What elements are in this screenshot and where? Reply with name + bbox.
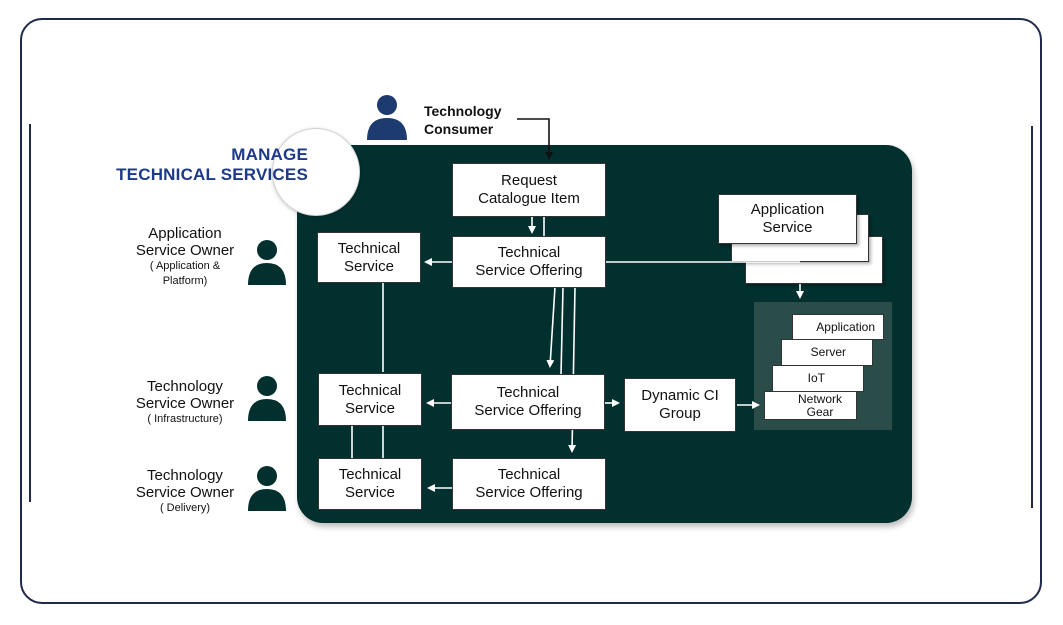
title-line-2: TECHNICAL SERVICES bbox=[116, 165, 308, 184]
offering1-to-offering3-line-a bbox=[560, 286, 564, 376]
diagram-title: MANAGE TECHNICAL SERVICES bbox=[100, 145, 308, 185]
owner-name: Technology Service Owner bbox=[135, 378, 235, 412]
technical-service-box-1: Technical Service bbox=[317, 232, 421, 283]
ci-item-label: Server bbox=[810, 345, 846, 359]
ci-item-label: Network Gear bbox=[797, 391, 842, 419]
dynamic-ci-group-label: Dynamic CI Group bbox=[641, 387, 719, 422]
ci-item-iot: IoT bbox=[772, 365, 864, 392]
owner-sub: ( Infrastructure) bbox=[147, 413, 223, 425]
ci-item-application: Application bbox=[792, 314, 884, 340]
title-line-1: MANAGE bbox=[231, 145, 308, 164]
service-offering-box-3: Technical Service Offering bbox=[452, 458, 606, 510]
consumer-line-1: Technology bbox=[424, 103, 502, 119]
technical-service-label: Technical Service bbox=[337, 239, 401, 275]
right-divider bbox=[1031, 126, 1033, 508]
technical-service-box-2: Technical Service bbox=[318, 373, 422, 426]
owner-infrastructure: Technology Service Owner ( Infrastructur… bbox=[100, 378, 270, 427]
ci-item-label: IoT bbox=[807, 371, 825, 385]
consumer-person-icon bbox=[367, 95, 407, 140]
owner-sub: ( Delivery) bbox=[159, 502, 211, 514]
left-divider bbox=[29, 124, 31, 502]
ci-item-label: Application bbox=[816, 319, 875, 334]
owner-name: Application Service Owner bbox=[135, 225, 235, 259]
consumer-line-2: Consumer bbox=[424, 121, 494, 137]
dynamic-ci-group-box: Dynamic CI Group bbox=[624, 378, 736, 432]
owner-delivery: Technology Service Owner ( Delivery) bbox=[100, 467, 270, 516]
consumer-label: Technology Consumer bbox=[424, 102, 502, 138]
delivery-owner-person-icon bbox=[248, 466, 286, 511]
application-service-box: Application Service bbox=[718, 194, 857, 244]
application-owner-person-icon bbox=[248, 240, 286, 285]
consumer-arrow bbox=[517, 118, 553, 160]
owner-application: Application Service Owner ( Application … bbox=[100, 225, 270, 289]
offering1-to-offering2-arrow bbox=[546, 286, 556, 368]
request-catalogue-item-box: Request Catalogue Item bbox=[452, 163, 606, 217]
service-offering-label: Technical Service Offering bbox=[474, 384, 582, 419]
owner-name: Technology Service Owner bbox=[135, 467, 235, 501]
ci-item-network-gear: Network Gear bbox=[764, 391, 857, 420]
technical-service-box-3: Technical Service bbox=[318, 458, 422, 510]
service-offering-label: Technical Service Offering bbox=[475, 244, 583, 279]
title-circle bbox=[272, 128, 360, 216]
ci-item-server: Server bbox=[781, 339, 873, 366]
infrastructure-owner-person-icon bbox=[248, 376, 286, 421]
technical-service-label: Technical Service bbox=[338, 381, 402, 417]
service-offering-label: Technical Service Offering bbox=[475, 466, 583, 501]
request-catalogue-item-label: Request Catalogue Item bbox=[478, 172, 580, 207]
service-offering-box-1: Technical Service Offering bbox=[452, 236, 606, 288]
owner-sub: ( Application & Platform) bbox=[149, 260, 221, 287]
technical-service-label: Technical Service bbox=[338, 466, 402, 501]
outer-frame bbox=[20, 18, 1042, 604]
application-service-label: Application Service bbox=[750, 201, 825, 236]
service-offering-box-2: Technical Service Offering bbox=[451, 374, 605, 430]
